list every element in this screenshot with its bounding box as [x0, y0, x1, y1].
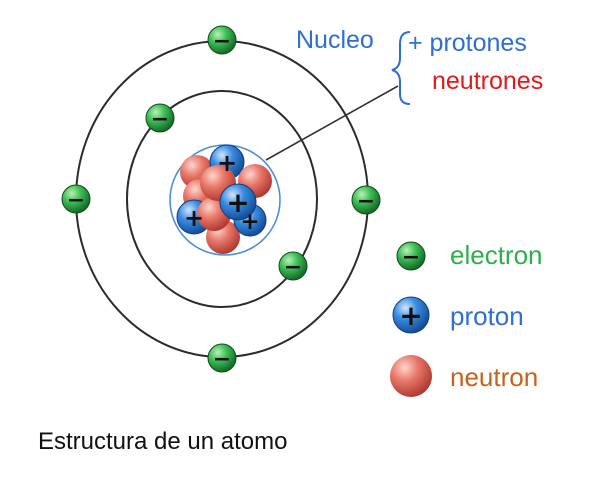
proton-icon: +	[392, 296, 430, 334]
electron-left: −	[61, 184, 91, 214]
brace-icon	[391, 31, 411, 105]
electron-minus-sign: −	[67, 188, 85, 213]
nucleus-pointer-line	[265, 85, 399, 161]
electron-icon: −	[396, 241, 426, 271]
proton-plus-sign: +	[217, 149, 237, 177]
legend-electron-label: electron	[450, 240, 543, 270]
electron-minus-sign: −	[151, 107, 169, 132]
electron-minus-sign: −	[213, 29, 231, 54]
protones-label: + protones	[408, 29, 527, 57]
electron-minus-sign: −	[402, 245, 420, 270]
electron-inner-lower: −	[278, 251, 308, 281]
proton-plus-sign: +	[240, 209, 259, 235]
nucleus: + + + +	[169, 144, 281, 256]
nucleo-label: Nucleo	[296, 26, 374, 54]
proton-plus-sign: +	[226, 186, 249, 219]
inner-orbit	[126, 90, 318, 308]
electron-minus-sign: −	[357, 189, 375, 214]
electron-inner-upper: −	[145, 103, 175, 133]
proton-plus-sign: +	[399, 299, 422, 332]
electron-minus-sign: −	[284, 255, 302, 280]
neutron-icon	[390, 355, 432, 397]
legend-proton-label: proton	[450, 301, 524, 331]
proton-particle	[219, 183, 257, 221]
electron-minus-sign: −	[213, 347, 231, 372]
neutrones-label: neutrones	[432, 67, 544, 95]
legend-neutron-label: neutron	[450, 362, 539, 392]
diagram-caption: Estructura de un atomo	[38, 428, 288, 455]
electron-right: −	[351, 185, 381, 215]
nucleon-cluster: + + + +	[176, 144, 272, 254]
electron-top: −	[207, 25, 237, 55]
proton-plus-sign: +	[184, 204, 204, 232]
electron-bottom: −	[207, 343, 237, 373]
